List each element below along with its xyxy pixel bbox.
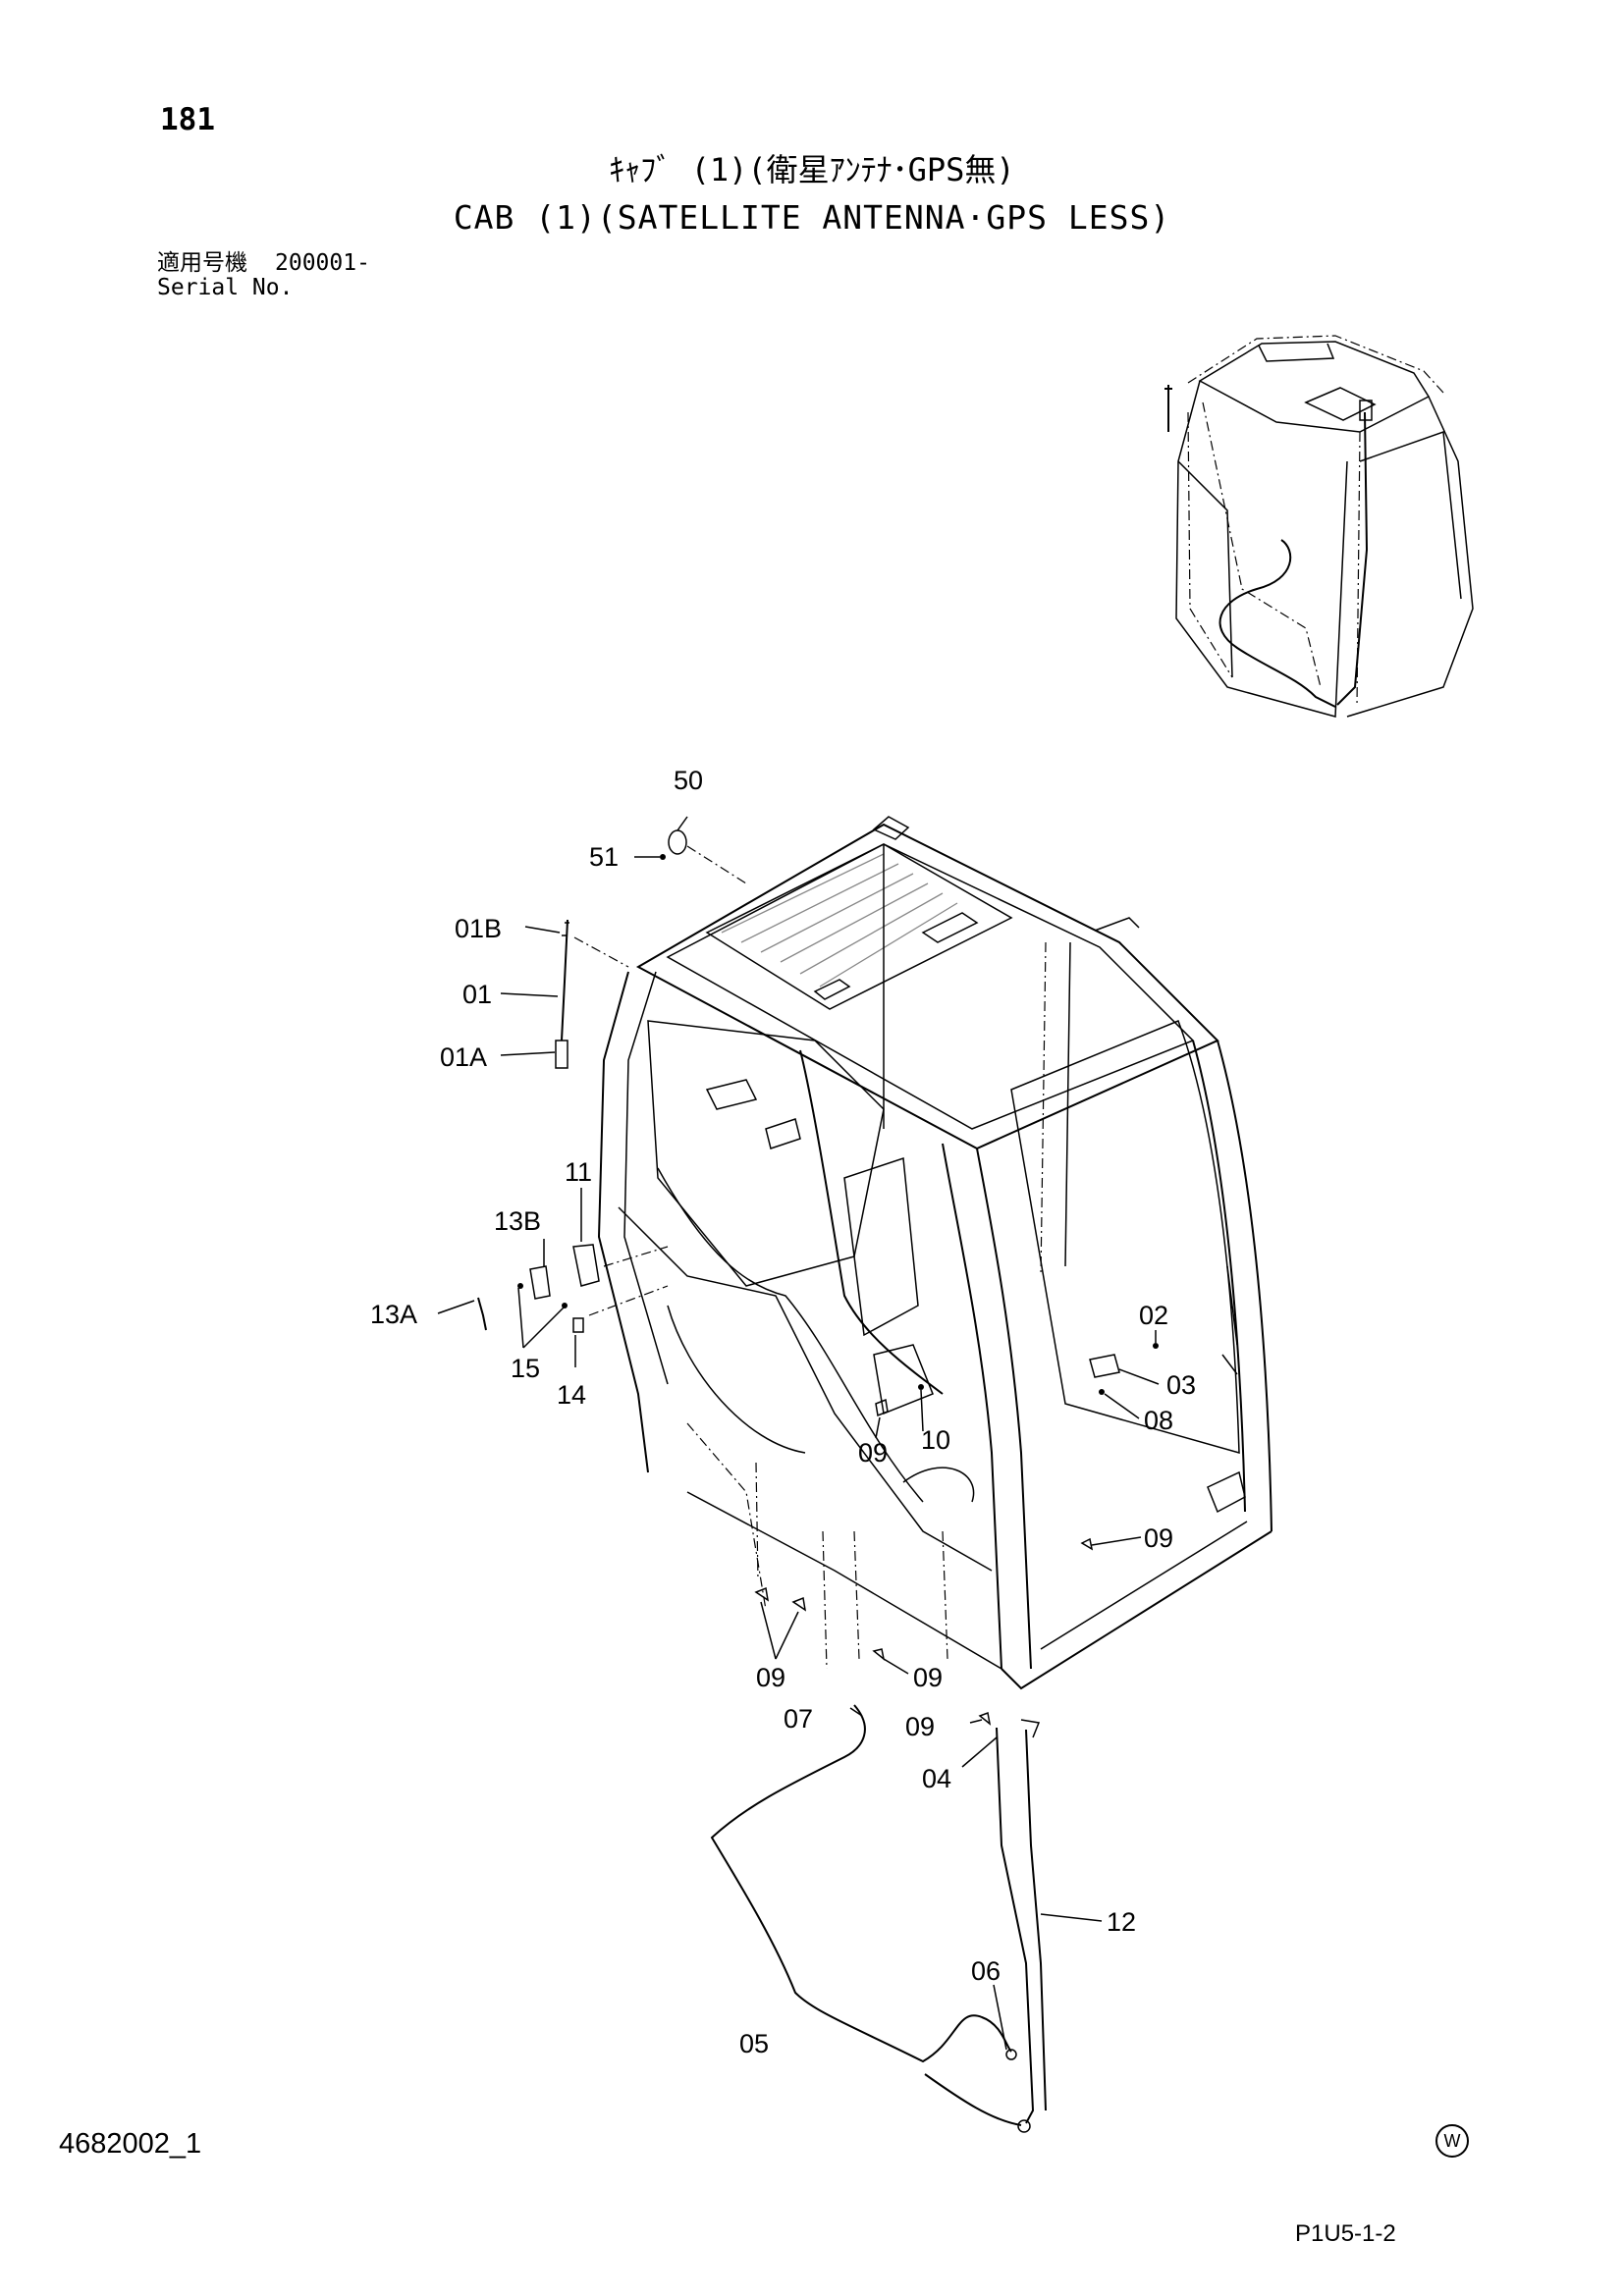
callout-13a: 13A (370, 1300, 417, 1329)
callout-10: 10 (921, 1425, 950, 1455)
exploded-parts (477, 829, 1159, 2133)
callout-14: 14 (557, 1380, 586, 1410)
w-mark: W (1435, 2124, 1469, 2158)
callout-02: 02 (1139, 1301, 1168, 1330)
callout-03: 03 (1166, 1370, 1196, 1400)
title-english: CAB (1)(SATELLITE ANTENNA·GPS LESS) (453, 198, 1171, 237)
serial-value: 200001- (275, 250, 370, 276)
callout-04: 04 (922, 1764, 951, 1793)
inset-cab-view (1164, 335, 1474, 718)
page-code: P1U5-1-2 (1295, 2220, 1396, 2247)
title-japanese: ｷｬﾌﾞ (1)(衛星ｱﾝﾃﾅ･GPS無) (609, 151, 1015, 188)
callout-09: 09 (905, 1712, 935, 1741)
callout-12: 12 (1107, 1907, 1136, 1937)
callout-01a: 01A (440, 1042, 487, 1072)
callout-13b: 13B (494, 1206, 541, 1236)
serial-label-en: Serial No. (157, 275, 294, 300)
callout-labels: 50 51 01B 01 01A 13B 11 13A 15 14 02 03 … (370, 766, 1196, 2058)
cab-frame (597, 816, 1272, 1690)
page-number: 181 (160, 102, 215, 137)
serial-info: 適用号機 200001- Serial No. (157, 251, 370, 300)
serial-label-jp: 適用号機 (157, 250, 247, 276)
callout-50: 50 (674, 766, 703, 795)
callout-01: 01 (462, 980, 492, 1009)
callout-09: 09 (858, 1438, 888, 1468)
callout-09: 09 (756, 1663, 785, 1692)
callout-07: 07 (784, 1704, 813, 1734)
callout-15: 15 (511, 1354, 540, 1383)
callout-01b: 01B (455, 914, 502, 943)
callout-09: 09 (913, 1663, 943, 1692)
leader-lines (437, 816, 1160, 2051)
callout-09: 09 (1144, 1523, 1173, 1553)
callout-11: 11 (565, 1157, 592, 1187)
callout-08: 08 (1144, 1406, 1173, 1435)
callout-05: 05 (739, 2029, 769, 2058)
document-id: 4682002_1 (59, 2128, 202, 2160)
callout-51: 51 (589, 842, 619, 872)
callout-06: 06 (971, 1956, 1001, 1986)
